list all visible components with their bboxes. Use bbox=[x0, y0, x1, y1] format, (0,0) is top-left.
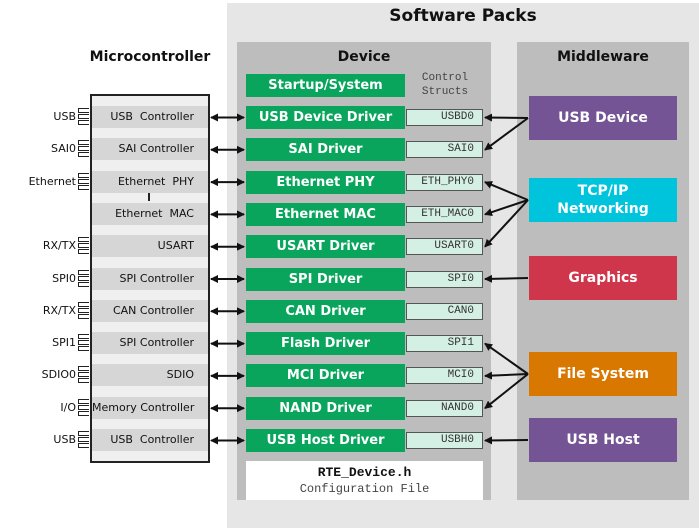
middleware-struct-arrow bbox=[484, 436, 529, 445]
control-struct: NAND0 bbox=[406, 399, 483, 417]
pin-connector-icon bbox=[78, 237, 90, 255]
middleware-struct-arrow bbox=[484, 199, 529, 248]
microcontroller-title: Microcontroller bbox=[89, 49, 211, 65]
mc-peripheral-row: USB Controller bbox=[92, 429, 208, 451]
control-struct: USBH0 bbox=[406, 432, 483, 449]
pin-connector-icon bbox=[78, 172, 90, 191]
driver-block: SAI Driver bbox=[246, 138, 405, 162]
pin-label: SDIO0 bbox=[41, 368, 76, 382]
driver-block: MCI Driver bbox=[246, 364, 405, 388]
control-struct: SAI0 bbox=[406, 141, 483, 159]
driver-block: NAND Driver bbox=[246, 396, 405, 420]
middleware-struct-arrow bbox=[484, 274, 529, 283]
pin-label: I/O bbox=[60, 400, 76, 414]
middleware-struct-arrow bbox=[484, 342, 529, 375]
pin-connector-icon bbox=[78, 108, 90, 126]
middleware-label: File System bbox=[557, 366, 649, 382]
config-file-box bbox=[246, 461, 483, 500]
driver-block: Flash Driver bbox=[246, 332, 405, 356]
middleware-title: Middleware bbox=[557, 49, 649, 65]
pin-connector-icon bbox=[78, 366, 90, 384]
control-struct: ETH_PHY0 bbox=[406, 173, 483, 191]
mc-peripheral-row: SPI Controller bbox=[92, 332, 208, 355]
middleware-struct-arrow bbox=[484, 371, 529, 380]
pin-connector-icon bbox=[78, 398, 90, 417]
driver-block: SPI Driver bbox=[246, 267, 405, 291]
mc-peripheral-row: CAN Controller bbox=[92, 299, 208, 322]
pin-label: SPI0 bbox=[52, 271, 76, 285]
config-file-name: RTE_Device.h bbox=[317, 465, 412, 480]
pin-connector-icon bbox=[78, 431, 90, 449]
middleware-usb-host: USB Host bbox=[529, 418, 677, 462]
control-struct: ETH_MAC0 bbox=[406, 205, 483, 223]
driver-block: Ethernet MAC bbox=[246, 202, 405, 226]
driver-block: Ethernet PHY bbox=[246, 170, 405, 194]
pin-label: SPI1 bbox=[52, 336, 76, 350]
driver-block: USB Host Driver bbox=[246, 429, 405, 452]
mc-peripheral-row: Ethernet MAC bbox=[92, 202, 208, 225]
mc-peripheral-row: SAI Controller bbox=[92, 138, 208, 161]
pin-connector-icon bbox=[78, 140, 90, 158]
pin-connector-icon bbox=[78, 334, 90, 352]
pin-connector-icon bbox=[78, 301, 90, 320]
pin-label: RX/TX bbox=[42, 239, 76, 253]
middleware-struct-arrow bbox=[484, 199, 529, 216]
middleware-tcpip-networking: TCP/IP Networking bbox=[529, 178, 677, 222]
pin-label: SAI0 bbox=[51, 142, 76, 156]
config-file-description: Configuration File bbox=[299, 482, 430, 496]
pin-label: USB bbox=[53, 110, 76, 123]
middleware-struct-arrow bbox=[484, 181, 529, 201]
middleware-file-system: File System bbox=[529, 352, 677, 396]
pin-label: RX/TX bbox=[42, 303, 76, 317]
control-struct: SPI0 bbox=[406, 270, 483, 288]
middleware-graphics: Graphics bbox=[529, 256, 677, 300]
driver-block: CAN Driver bbox=[246, 299, 405, 323]
startup-system-block: Startup/System bbox=[246, 74, 405, 97]
software-packs-title: Software Packs bbox=[389, 6, 537, 26]
ethernet-phy-mac-link bbox=[148, 193, 150, 201]
control-struct: USART0 bbox=[406, 238, 483, 256]
mc-peripheral-row: USART bbox=[92, 235, 208, 258]
pin-connector-icon bbox=[78, 269, 90, 288]
caption-line-1: Control bbox=[421, 72, 469, 84]
driver-block: USART Driver bbox=[246, 235, 405, 259]
middleware-usb-device: USB Device bbox=[529, 96, 677, 140]
middleware-label: USB Device bbox=[558, 110, 648, 126]
mc-peripheral-row: SDIO bbox=[92, 364, 208, 387]
pin-label: Ethernet bbox=[28, 174, 76, 188]
middleware-label: Graphics bbox=[568, 270, 638, 286]
mc-peripheral-row: Memory Controller bbox=[92, 396, 208, 419]
middleware-struct-arrow bbox=[484, 113, 529, 122]
caption-line-2: Structs bbox=[421, 86, 469, 98]
control-struct: USBD0 bbox=[406, 109, 483, 126]
control-struct: MCI0 bbox=[406, 367, 483, 385]
driver-block: USB Device Driver bbox=[246, 106, 405, 129]
mc-peripheral-row: SPI Controller bbox=[92, 267, 208, 290]
control-struct: CAN0 bbox=[406, 302, 483, 320]
middleware-label: TCP/IP Networking bbox=[557, 183, 649, 217]
middleware-struct-arrow bbox=[484, 117, 529, 151]
mc-peripheral-row: USB Controller bbox=[92, 106, 208, 128]
pin-label: USB bbox=[53, 433, 76, 446]
mc-peripheral-row: Ethernet PHY bbox=[92, 170, 208, 193]
control-structs-caption: Control Structs bbox=[410, 71, 480, 99]
middleware-struct-arrow bbox=[484, 373, 529, 409]
middleware-label: USB Host bbox=[566, 432, 640, 448]
control-struct: SPI1 bbox=[406, 335, 483, 353]
device-title: Device bbox=[337, 49, 391, 65]
